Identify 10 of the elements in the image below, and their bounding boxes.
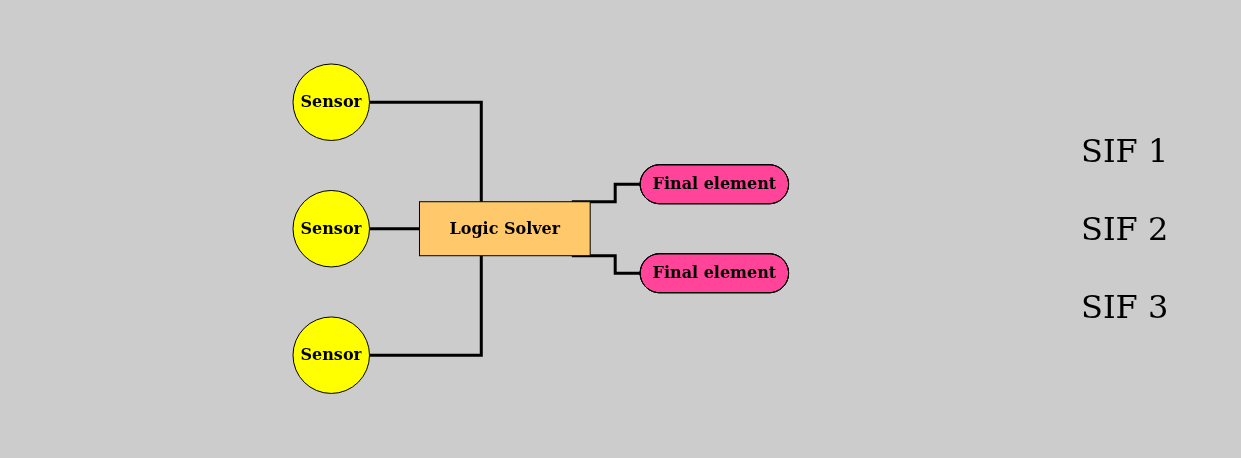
group-label: SIF 1 xyxy=(1081,132,1170,170)
connector xyxy=(369,101,483,202)
connector xyxy=(369,256,483,357)
node-circle: Sensor xyxy=(292,190,370,268)
connector xyxy=(369,227,421,231)
node-circle: Sensor xyxy=(292,316,370,395)
node-box: Logic Solver xyxy=(418,201,591,257)
group-label: SIF 2 xyxy=(1081,210,1170,248)
node-circle: Sensor xyxy=(292,63,370,142)
group-label: SIF 3 xyxy=(1081,288,1170,326)
